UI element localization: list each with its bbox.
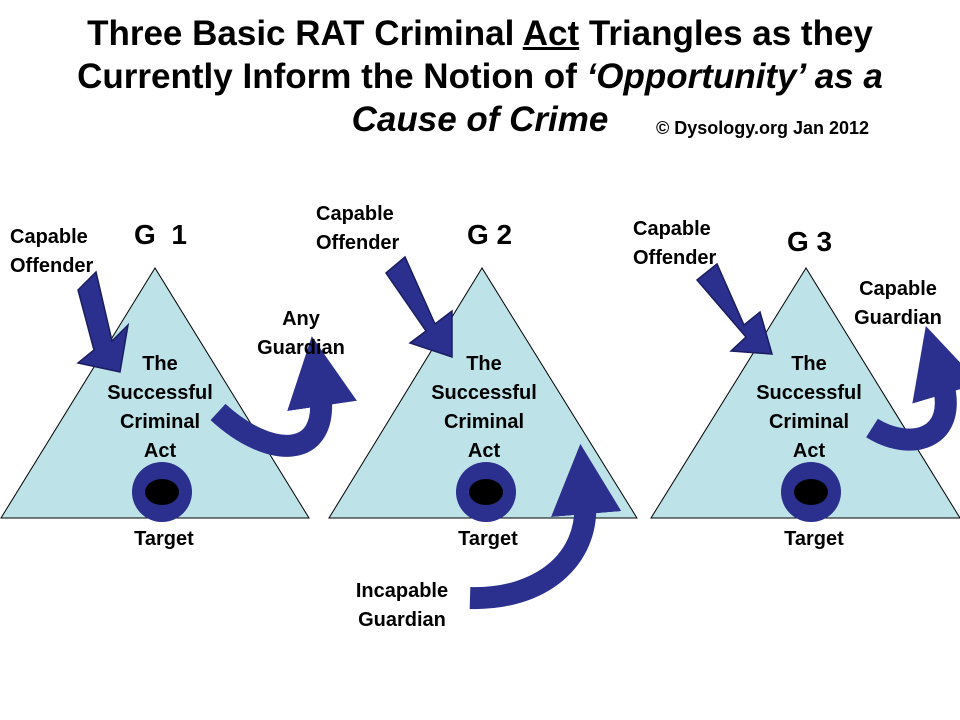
label-line: Guardian <box>854 307 942 329</box>
guardian-arrow-icon <box>866 326 960 451</box>
label-line: The <box>142 353 178 375</box>
label-line: Guardian <box>358 609 446 631</box>
act-label-g1: The Successful Criminal Act <box>90 350 230 466</box>
title-line-3: Cause of Crime <box>0 98 960 141</box>
label-line: Capable <box>316 203 394 225</box>
guardian-label-g2: Incapable Guardian <box>332 577 472 635</box>
label-line: Successful <box>431 382 537 404</box>
target-icon <box>132 462 192 522</box>
label-line: The <box>466 353 502 375</box>
target-label-g1: Target <box>134 528 194 550</box>
copyright-notice: © Dysology.org Jan 2012 <box>656 118 870 138</box>
label-line: Incapable <box>355 580 449 602</box>
label-line: Successful <box>107 382 213 404</box>
label-line: Successful <box>756 382 862 404</box>
title-line-1: Three Basic RAT Criminal Act Triangles a… <box>0 12 960 55</box>
guardian-label-g3: Capable Guardian <box>836 275 960 333</box>
title-part: Currently Inform the Notion of <box>77 57 587 96</box>
offender-label-g2: Capable Offender <box>316 200 399 258</box>
offender-arrow-icon <box>695 262 774 355</box>
target-icon <box>781 462 841 522</box>
label-line: Offender <box>633 247 717 269</box>
guardian-arrow-icon <box>210 336 357 457</box>
label-line: Criminal <box>119 411 201 433</box>
label-line: The <box>791 353 827 375</box>
offender-label-g3: Capable Offender <box>633 215 716 273</box>
label-line: Offender <box>316 232 400 254</box>
guardian-label-g1: Any Guardian <box>236 305 366 363</box>
group-label-g3: G 3 <box>787 226 833 257</box>
label-line: Criminal <box>443 411 525 433</box>
act-label-g3: The Successful Criminal Act <box>739 350 879 466</box>
title-part: Three Basic RAT Criminal <box>87 14 523 53</box>
label-line: Act <box>792 440 826 462</box>
target-label-g3: Target <box>784 528 844 550</box>
group-label-g1: G 1 <box>134 219 187 250</box>
title-italic-opportunity: ‘Opportunity’ as a <box>586 57 883 96</box>
label-line: Capable <box>10 226 88 248</box>
group-label-g2: G 2 <box>467 219 513 250</box>
target-icon <box>456 462 516 522</box>
target-label-g2: Target <box>458 528 518 550</box>
act-label-g2: The Successful Criminal Act <box>414 350 554 466</box>
title-italic-cause: Cause of Crime <box>351 100 609 139</box>
label-line: Any <box>282 308 320 330</box>
offender-label-g1: Capable Offender <box>10 223 93 281</box>
title-part: Triangles as they <box>579 14 873 53</box>
label-line: Capable <box>859 278 937 300</box>
label-line: Offender <box>10 255 94 277</box>
guardian-arrow-icon <box>469 443 622 610</box>
label-line: Capable <box>633 218 711 240</box>
offender-arrow-icon <box>76 270 130 373</box>
label-line: Guardian <box>257 337 345 359</box>
title-underlined-act: Act <box>522 14 580 53</box>
title-line-2: Currently Inform the Notion of ‘Opportun… <box>0 55 960 98</box>
label-line: Act <box>467 440 501 462</box>
offender-arrow-icon <box>384 255 453 359</box>
label-line: Act <box>143 440 177 462</box>
label-line: Criminal <box>768 411 850 433</box>
